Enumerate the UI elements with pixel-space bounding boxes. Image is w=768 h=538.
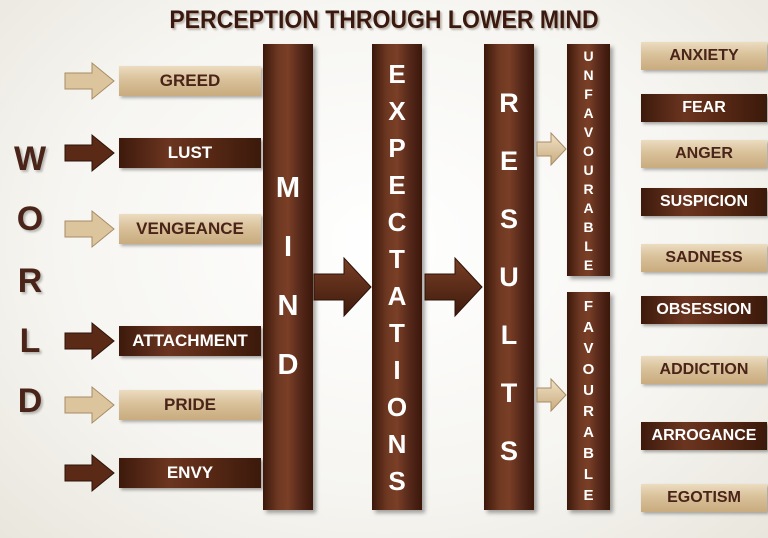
column-letter: A [583,199,594,216]
column-letter: E [583,256,594,273]
column-letter: X [388,95,406,126]
input-arrow [64,61,115,101]
column-letter: U [583,382,594,399]
column-letter: N [583,66,594,83]
input-arrow [64,385,115,425]
column-letter: S [499,435,518,466]
page-title: PERCEPTION THROUGH LOWER MIND [169,6,599,34]
column-letter: I [393,354,401,385]
column-letter: A [583,319,594,336]
expectations-to-results-arrow [424,256,483,318]
column-letter: D [277,349,299,381]
column-letter: I [283,231,293,263]
column-letter: R [583,180,594,197]
mind-to-expectations-arrow [313,256,372,318]
outcome-label: ADDICTION [641,356,767,384]
column-letter: R [499,87,519,118]
world-letter: W [13,140,47,178]
world-letter: O [16,200,44,238]
column-letter: S [499,203,518,234]
column-letter: L [500,319,518,350]
world-letter: L [19,322,41,360]
column-letter: E [583,487,594,504]
column-letter: U [499,261,519,292]
column-letter: P [388,132,406,163]
column-letter: U [583,161,594,178]
column-letter: T [389,317,405,348]
input-label: ATTACHMENT [119,326,261,356]
column-letter: O [582,361,595,378]
outcome-label: SADNESS [641,244,767,272]
outcome-label: ANGER [641,140,767,168]
column-letter: B [583,445,594,462]
outcome-label: SUSPICION [641,188,767,216]
input-label: PRIDE [119,390,261,420]
column-letter: E [388,58,406,89]
input-label: LUST [119,138,261,168]
column-letter: N [277,290,299,322]
input-label: ENVY [119,458,261,488]
outcome-label: EGOTISM [641,484,767,512]
input-label: VENGEANCE [119,214,261,244]
column-letter: V [583,340,594,357]
column-letter: F [583,298,594,315]
outcome-label: ANXIETY [641,42,767,70]
column-letter: O [583,142,594,159]
column-letter: S [388,465,406,496]
column-letter: C [387,206,407,237]
column-letter: N [387,428,407,459]
outcome-label: FEAR [641,94,767,122]
input-arrow [64,321,115,361]
input-arrow [64,453,115,493]
column-letter: V [583,123,594,140]
outcome-label: OBSESSION [641,296,767,324]
column-letter: U [583,47,594,64]
results-to-unfavourable-arrow [536,131,567,167]
input-label: GREED [119,66,261,96]
world-letter: D [17,382,43,420]
input-arrow [64,133,115,173]
column-letter: R [583,403,594,420]
world-letter: R [17,262,43,300]
column-letter: O [386,391,408,422]
results-to-favourable-arrow [536,377,567,413]
column-letter: E [388,169,406,200]
column-letter: E [499,145,518,176]
input-arrow [64,209,115,249]
column-letter: M [275,172,301,204]
column-letter: F [584,85,593,102]
column-letter: L [583,466,594,483]
column-letter: T [389,243,405,274]
outcome-label: ARROGANCE [641,422,767,450]
column-letter: L [584,237,593,254]
column-letter: A [583,424,594,441]
column-letter: T [500,377,518,408]
column-letter: B [583,218,594,235]
column-letter: A [387,280,407,311]
column-letter: A [583,104,594,121]
